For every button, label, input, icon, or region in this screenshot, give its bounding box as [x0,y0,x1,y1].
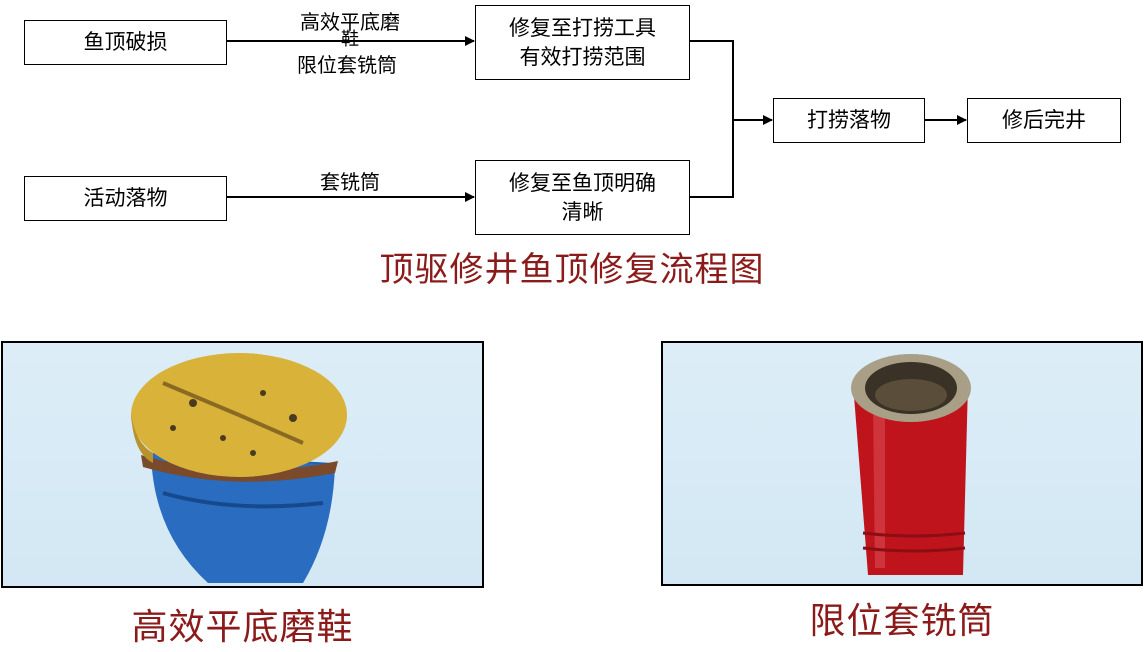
diagram-title: 顶驱修井鱼顶修复流程图 [379,250,765,290]
node-label: 鱼顶破损 [83,30,168,54]
photo-milling-sleeve [661,341,1143,586]
edge-label-sleeve: 套铣筒 [320,170,380,194]
node-label: 修后完井 [1002,108,1086,132]
node-fish-top-damaged: 鱼顶破损 [24,20,227,65]
caption-milling-sleeve: 限位套铣筒 [809,601,995,642]
node-loose-fallen-object: 活动落物 [24,176,227,221]
flowchart-connectors [227,36,967,202]
photo-mill-shoe [1,341,484,588]
node-fishing-fallen-object: 打捞落物 [773,98,925,143]
caption-mill-shoe: 高效平底磨鞋 [131,607,354,648]
node-label: 修复至打捞工具 有效打捞范围 [509,15,656,69]
mill-shoe-illustration [131,353,347,583]
node-complete-well: 修后完井 [967,98,1121,143]
node-repair-to-clear-fish-top: 修复至鱼顶明确 清晰 [475,160,690,235]
node-label: 打捞落物 [807,108,891,132]
edge-label-milling-sleeve: 限位套铣筒 [297,53,397,77]
node-label: 修复至鱼顶明确 清晰 [509,170,656,224]
edge-label-mill-shoe: 高效平底磨 [300,10,400,34]
node-label: 活动落物 [83,186,168,210]
node-repair-to-tool-range: 修复至打捞工具 有效打捞范围 [475,5,690,80]
edge-merge-top [690,40,734,198]
edge-label-overlap: 鞋 [341,29,359,50]
milling-sleeve-illustration [851,354,971,575]
